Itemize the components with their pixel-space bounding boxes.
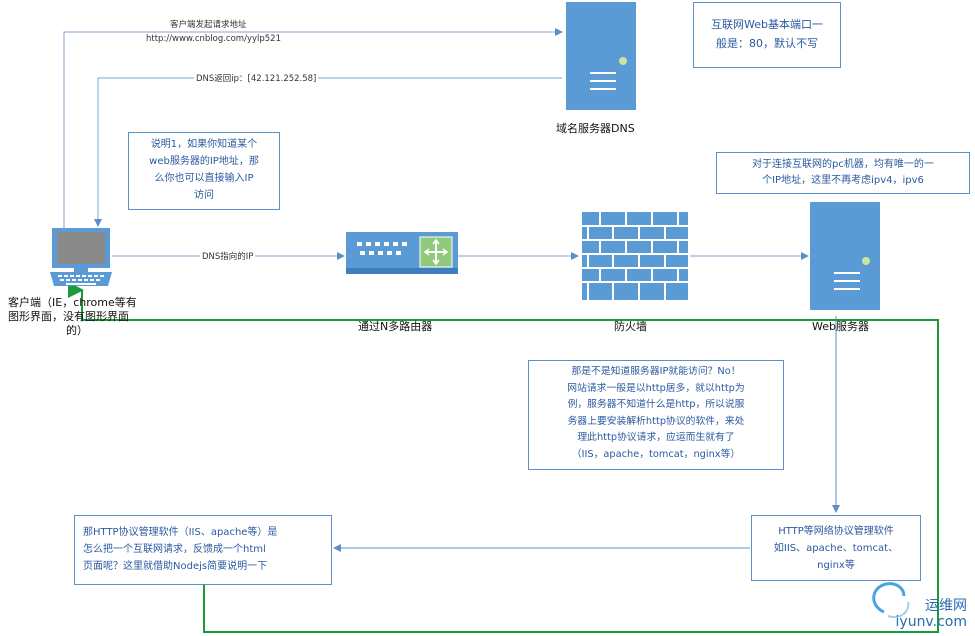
dns-server-label: 域名服务器DNS — [556, 122, 635, 135]
note-http-software-line3: nginx等 — [817, 560, 855, 571]
dns-return-label: DNS返回ip：[42.121.252.58] — [194, 72, 319, 84]
web-server-icon — [810, 202, 880, 310]
note-know-ip-line3: 例，服务器不知道什么是http，所以说服 — [567, 399, 745, 410]
client-label-line1: 客户端（IE，chrome等有 — [8, 296, 137, 309]
note-know-ip-line4: 务器上要安装解析http协议的软件，来处 — [567, 415, 745, 427]
dns-return-arrow — [94, 77, 562, 227]
note-explain1: 说明1，如果你知道某个 web服务器的IP地址，那 么你也可以直接输入IP 访问 — [128, 132, 280, 210]
web-server-label: Web服务器 — [812, 320, 869, 333]
note-how-line2: 怎么把一个互联网请求，反馈成一个html — [83, 544, 266, 555]
note-port-line2: 般是：80，默认不写 — [716, 37, 818, 50]
note-how-line1: 那HTTP协议管理软件（IIS、apache等）是 — [83, 527, 278, 538]
note-port: 互联网Web基本端口一 般是：80，默认不写 — [693, 2, 841, 68]
note-know-ip-line5: 理此http协议请求，应运而生就有了 — [577, 432, 735, 443]
watermark-line1: 运维网 — [925, 598, 967, 614]
firewall-label: 防火墙 — [614, 320, 647, 333]
firewall-icon — [582, 212, 688, 300]
watermark: 运维网 iyunv.com — [896, 598, 967, 630]
note-explain1-line2: web服务器的IP地址，那 — [149, 156, 259, 167]
client-computer-icon — [50, 228, 112, 286]
dns-server-icon — [566, 2, 636, 110]
note-how: 那HTTP协议管理软件（IIS、apache等）是 怎么把一个互联网请求，反馈成… — [74, 515, 332, 585]
note-unique-ip: 对于连接互联网的pc机器，均有唯一的一 个IP地址，这里不再考虑ipv4，ipv… — [716, 152, 970, 194]
note-unique-ip-line1: 对于连接互联网的pc机器，均有唯一的一 — [752, 159, 934, 170]
request-label-line2: http://www.cnblog.com/yylp521 — [146, 34, 281, 44]
note-know-ip-line1: 那是不是知道服务器IP就能访问？No！ — [571, 366, 741, 377]
router-icon — [346, 232, 458, 274]
router-label: 通过N多路由器 — [358, 320, 433, 333]
note-http-software-line1: HTTP等网络协议管理软件 — [778, 526, 894, 537]
green-return-loop — [68, 282, 939, 633]
watermark-line2: iyunv.com — [895, 614, 967, 630]
note-port-line1: 互联网Web基本端口一 — [711, 18, 823, 31]
client-label: 客户端（IE，chrome等有 图形界面，没有图形界面 的） — [8, 296, 168, 338]
note-http-software-line2: 如IIS、apache、tomcat、 — [773, 543, 899, 554]
note-how-line3: 页面呢？这里就借助Nodejs简要说明一下 — [83, 561, 268, 572]
client-label-line2: 图形界面，没有图形界面 — [8, 310, 129, 323]
note-explain1-line4: 访问 — [194, 190, 214, 201]
dns-point-label: DNS指向的IP — [200, 250, 256, 262]
request-arrow — [63, 28, 563, 228]
note-know-ip: 那是不是知道服务器IP就能访问？No！ 网站请求一般是以http居多，就以htt… — [528, 360, 784, 470]
client-label-line3: 的） — [66, 324, 88, 337]
note-know-ip-line6: （IIS，apache，tomcat，nginx等） — [571, 448, 741, 460]
note-know-ip-line2: 网站请求一般是以http居多，就以http为 — [567, 382, 745, 394]
request-label-line1: 客户端发起请求地址 — [170, 20, 247, 30]
note-explain1-line1: 说明1，如果你知道某个 — [150, 139, 258, 150]
note-explain1-line3: 么你也可以直接输入IP — [154, 173, 254, 184]
note-http-software: HTTP等网络协议管理软件 如IIS、apache、tomcat、 nginx等 — [751, 515, 921, 581]
watermark-logo-icon — [872, 582, 910, 618]
note-unique-ip-line2: 个IP地址，这里不再考虑ipv4，ipv6 — [762, 175, 924, 186]
